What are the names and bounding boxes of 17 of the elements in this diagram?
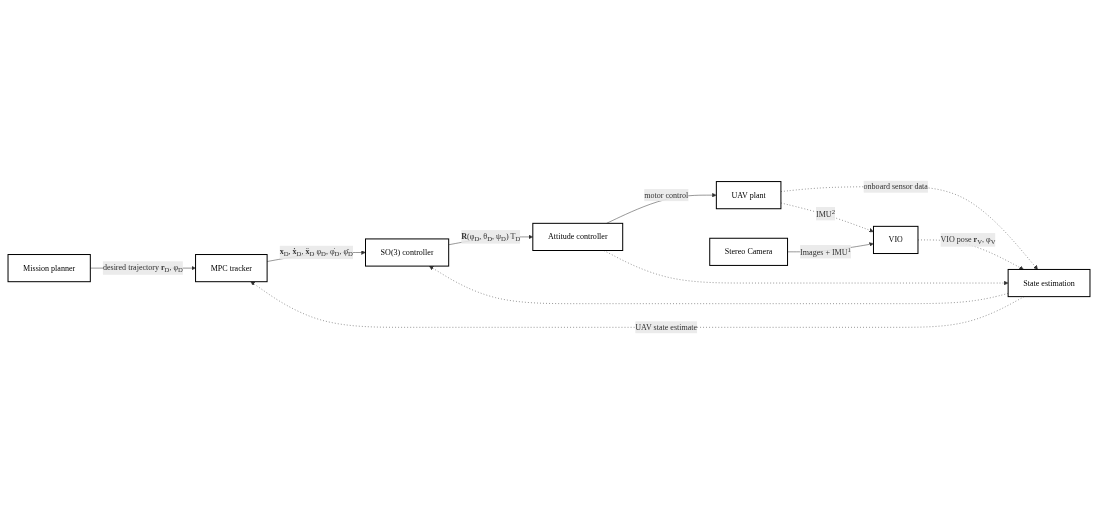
edge-label: UAV state estimate [634,322,697,332]
node-box: Mission planner [7,254,91,283]
node-box: VIO [872,225,918,255]
edge-label: onboard sensor data [863,182,928,191]
node-box: UAV plant [715,181,781,210]
edge-label: Images + IMU$^{1}$ [799,245,851,257]
edge-label: IMU$^{2}$ [815,207,835,219]
node-box: MPC tracker [194,254,268,283]
node-box: Attitude controller [531,222,623,251]
edge-label: desired trajectory r$_{D}$, φ$_{D}$ [102,262,183,274]
node-box: Stereo Camera [708,237,788,266]
edge-label: motor control [643,190,688,200]
node-box: State estimation [1007,268,1090,298]
edge-label: x$_{D}$, ẋ$_{D}$, ẍ$_{D}$ φ$_{D}$, φ̇$_{D}$, φ̈$_{D}$ [279,247,353,258]
edge-label: VIO pose r$_{V}$, φ$_{V}$ [940,234,996,246]
node-box: SO(3) controller [364,238,449,267]
edge-label: R(φ$_{D}$, θ$_{D}$, ψ$_{D}$) T$_{D}$ [460,231,520,243]
